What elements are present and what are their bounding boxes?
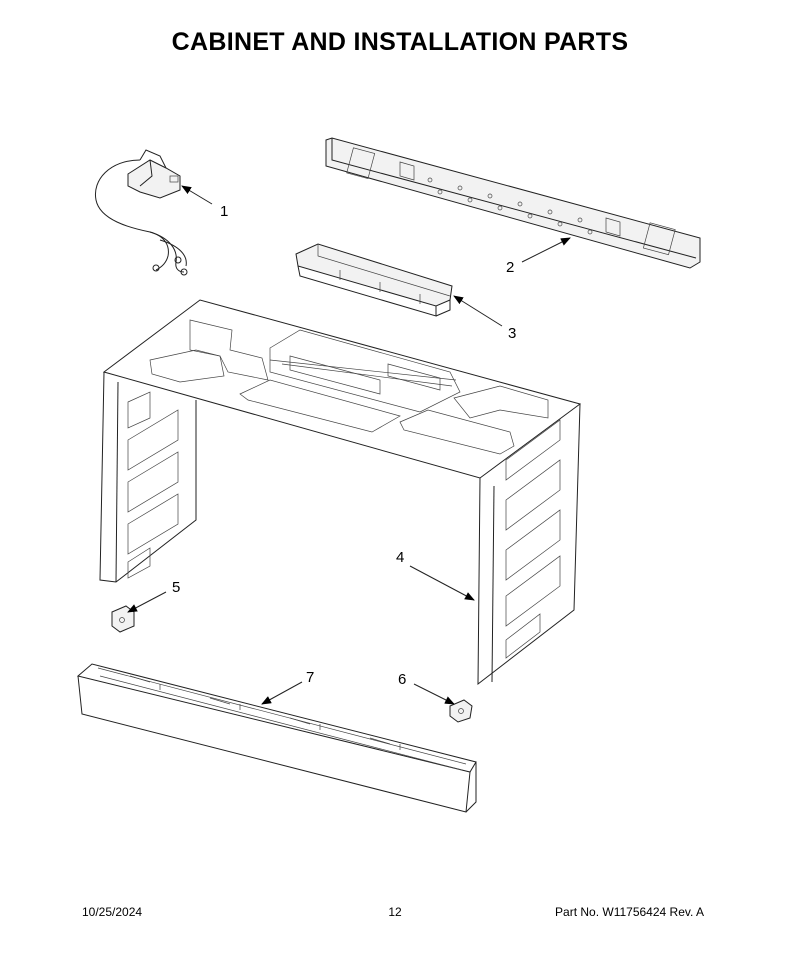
leader-1 (181, 185, 213, 205)
part-6-clip (449, 699, 473, 723)
part-1-wire-harness (94, 149, 188, 276)
page-title: CABINET AND INSTALLATION PARTS (171, 28, 629, 56)
callout-7: 7 (306, 669, 314, 686)
leader-2 (521, 237, 571, 263)
footer-date: 10/25/2024 (82, 905, 143, 919)
leader-5 (127, 591, 167, 613)
part-2-mounting-plate (325, 137, 701, 269)
part-4-cabinet-frame (99, 299, 582, 686)
callout-2: 2 (506, 259, 514, 276)
callout-numbers: 1 2 3 4 5 6 7 (172, 203, 516, 688)
callout-5: 5 (172, 579, 180, 596)
leader-6 (413, 683, 455, 705)
callout-4: 4 (396, 549, 404, 566)
part-3-bracket (295, 243, 453, 317)
part-7-front-trim (76, 663, 477, 813)
leader-3 (453, 295, 503, 327)
mounting-plate-holes (427, 177, 593, 235)
callout-1: 1 (220, 203, 228, 220)
callout-6: 6 (398, 671, 406, 688)
footer-page-number: 12 (388, 905, 402, 919)
footer-part-number: Part No. W11756424 Rev. A (555, 905, 704, 919)
callout-3: 3 (508, 325, 516, 342)
leader-4 (409, 565, 475, 601)
leader-7 (261, 681, 303, 705)
part-5-clip (111, 605, 135, 633)
leader-lines (127, 185, 571, 705)
